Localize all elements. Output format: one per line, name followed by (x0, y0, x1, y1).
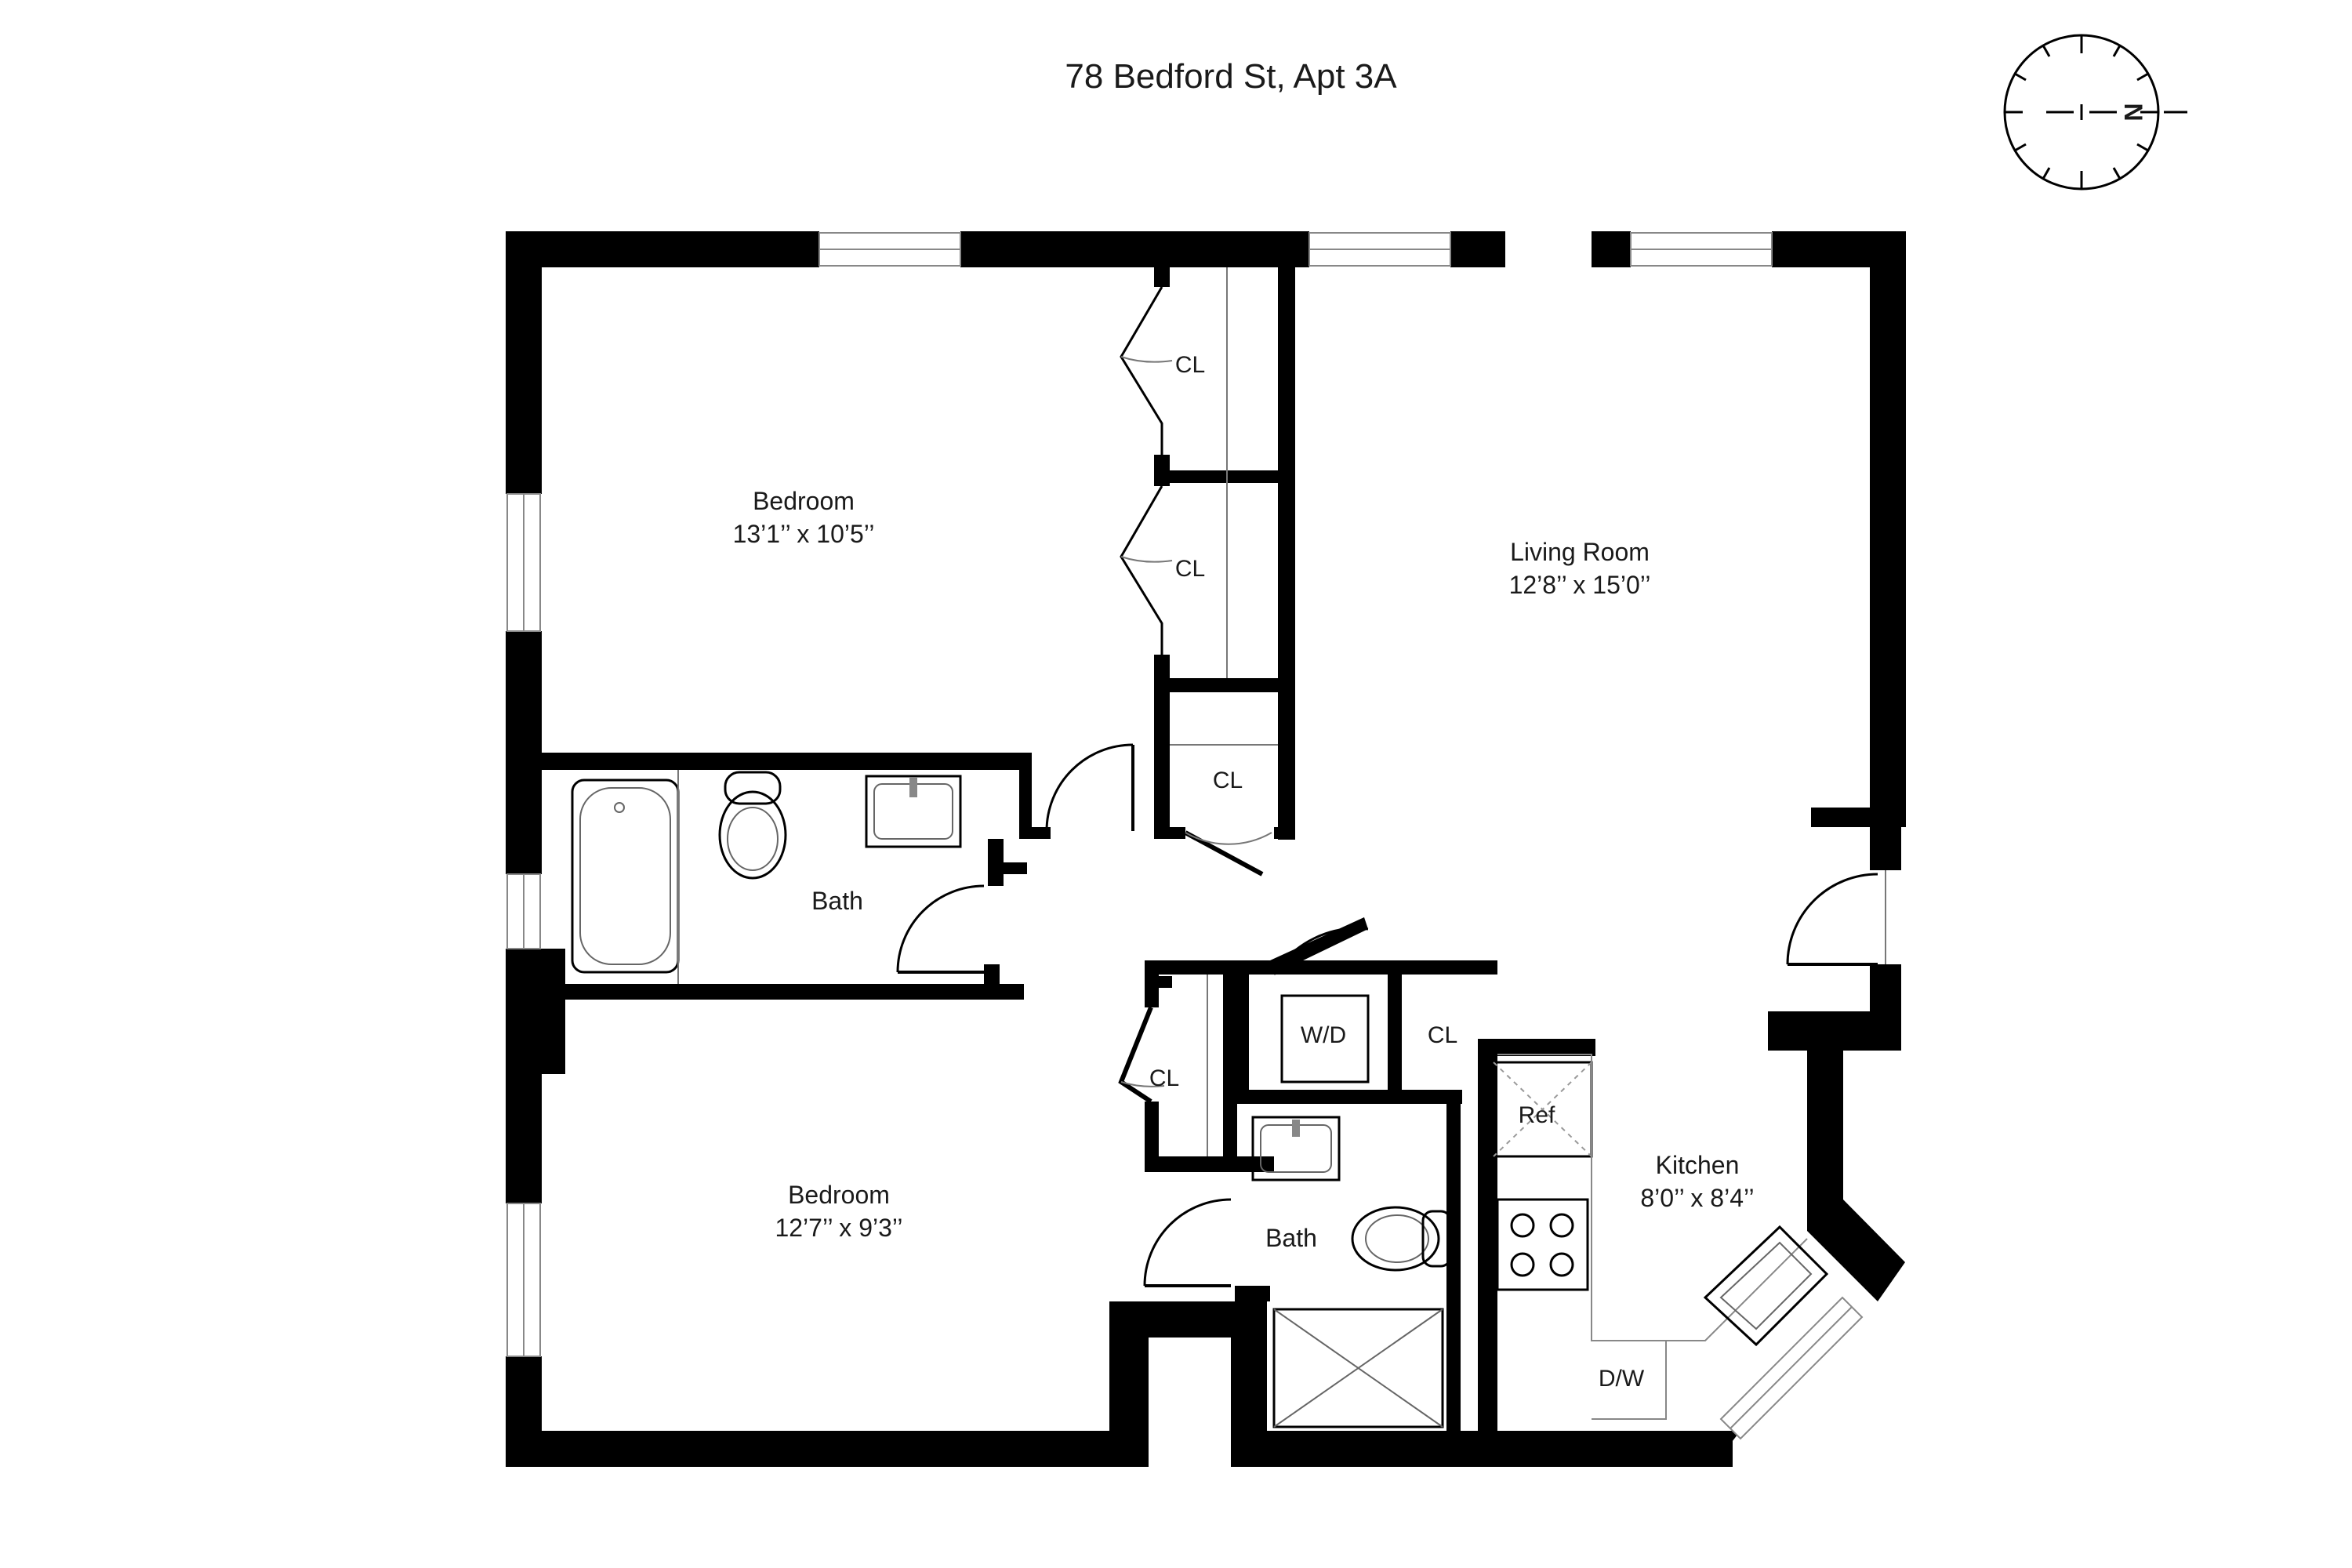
windows (506, 232, 1864, 1440)
compass-icon: N (2003, 34, 2187, 191)
kitchen-counter (1497, 1054, 1808, 1420)
closet-label-3: CL (1213, 768, 1243, 793)
bath2-name: Bath (1265, 1224, 1317, 1252)
closet-label-5: CL (1428, 1022, 1457, 1048)
closet-label-4: CL (1149, 1065, 1179, 1091)
doors-and-closets (896, 267, 1886, 1287)
sink-icon (865, 775, 962, 848)
bedroom2-size: 12’7’’ x 9’3’’ (775, 1214, 902, 1242)
living-room-size: 12’8’’ x 15’0’’ (1509, 571, 1651, 599)
living-room-name: Living Room (1510, 538, 1650, 566)
fixture-labels: CL CL CL CL CL W/D Ref D/W (1149, 352, 1645, 1392)
shower-icon (1272, 1308, 1444, 1428)
sink-icon-bath2 (1251, 1116, 1341, 1181)
stove-icon (1496, 1198, 1589, 1291)
plan-title: 78 Bedford St, Apt 3A (1065, 57, 1397, 96)
kitchen-size: 8’0’’ x 8’4’’ (1640, 1184, 1754, 1212)
dishwasher-label: D/W (1599, 1366, 1645, 1392)
room-labels: Bedroom 13’1’’ x 10’5’’ Living Room 12’8… (733, 487, 1755, 1252)
washer-dryer-label: W/D (1301, 1022, 1346, 1048)
kitchen-name: Kitchen (1656, 1151, 1740, 1179)
bathtub-icon (571, 770, 680, 984)
bedroom1-size: 13’1’’ x 10’5’’ (733, 520, 875, 548)
refrigerator-label: Ref (1519, 1102, 1555, 1128)
interior-walls (542, 267, 1595, 1466)
closet-label-2: CL (1175, 556, 1205, 582)
closet-label-1: CL (1175, 352, 1205, 378)
toilet-icon-bath2 (1351, 1206, 1452, 1272)
bedroom2-name: Bedroom (788, 1181, 890, 1209)
kitchen-sink-icon (1703, 1225, 1829, 1347)
compass-north-label: N (2119, 103, 2147, 121)
bedroom1-name: Bedroom (753, 487, 855, 515)
bath1-name: Bath (811, 887, 863, 915)
toilet-icon (718, 771, 787, 880)
exterior-walls (506, 231, 1906, 1467)
